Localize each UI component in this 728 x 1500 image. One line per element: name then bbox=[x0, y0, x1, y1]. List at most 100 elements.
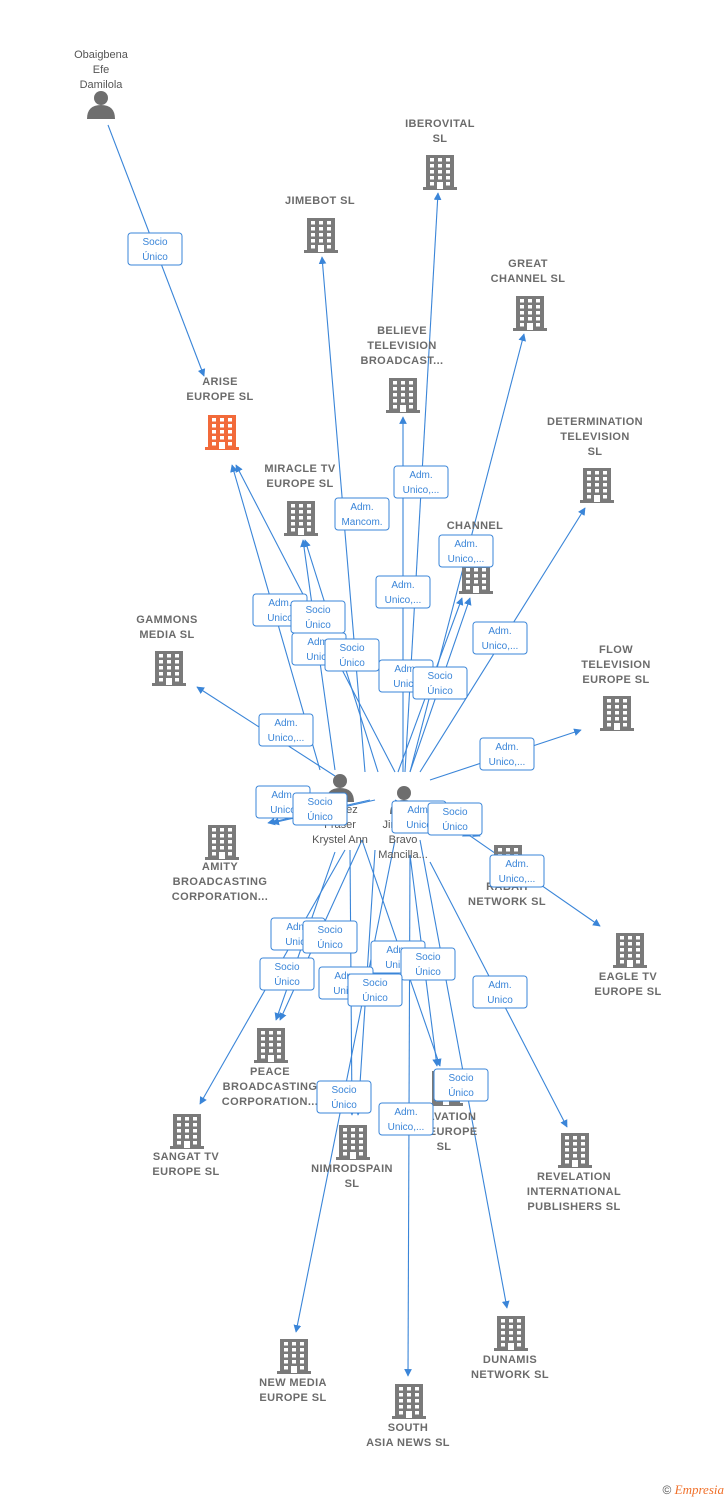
node-label: EUROPE SL bbox=[186, 391, 253, 403]
node-label: ARISE bbox=[202, 376, 238, 388]
relationship-box[interactable] bbox=[127, 232, 183, 266]
node-label: SL bbox=[433, 133, 448, 145]
brand-logo[interactable]: Empresia bbox=[674, 1482, 724, 1497]
relationship-label-jimenez-to-gammons[interactable]: Adm.Unico,... bbox=[258, 713, 314, 747]
building-icon bbox=[277, 1339, 311, 1374]
relationship-box[interactable] bbox=[259, 957, 315, 991]
relationship-box[interactable] bbox=[489, 854, 545, 888]
node-label: GAMMONS bbox=[136, 614, 197, 626]
relationship-label-jimenez-to-believe[interactable]: Adm.Unico,... bbox=[375, 575, 431, 609]
node-label: BROADCASTING bbox=[173, 876, 268, 888]
relationship-box[interactable] bbox=[324, 638, 380, 672]
relationship-text: Unico bbox=[406, 820, 432, 831]
relationship-text: Unico bbox=[385, 960, 411, 971]
relationship-label-jimenez-to-southasia[interactable]: Adm.Unico,... bbox=[378, 1102, 434, 1136]
relationship-label-jimenez-to-flow[interactable]: Adm.Unico,... bbox=[479, 737, 535, 771]
relationship-label-jimenez-to-revelation[interactable]: Adm.Unico bbox=[472, 975, 528, 1009]
relationship-box[interactable] bbox=[334, 497, 390, 531]
relationship-box[interactable] bbox=[427, 802, 483, 836]
building-icon bbox=[304, 218, 338, 253]
relationship-text: Unico,... bbox=[489, 757, 526, 768]
relationship-box[interactable] bbox=[347, 973, 403, 1007]
relationship-box[interactable] bbox=[375, 575, 431, 609]
relationship-text: Socio bbox=[317, 925, 342, 936]
relationship-text: Único bbox=[442, 820, 468, 833]
node-label: BROADCAST... bbox=[360, 355, 443, 367]
building-icon bbox=[336, 1125, 370, 1160]
node-label: EUROPE SL bbox=[594, 986, 661, 998]
relationship-text: Adm. bbox=[274, 718, 297, 729]
relationship-box[interactable] bbox=[472, 975, 528, 1009]
building-icon bbox=[386, 378, 420, 413]
relationship-label-jimenez-to-eagle[interactable]: Adm.Unico,... bbox=[489, 854, 545, 888]
node-peace[interactable]: PEACEBROADCASTINGCORPORATION... bbox=[222, 1028, 318, 1108]
relationship-text: Unico,... bbox=[499, 874, 536, 885]
node-label: TELEVISION bbox=[560, 431, 629, 443]
relationship-box[interactable] bbox=[400, 947, 456, 981]
relationship-box[interactable] bbox=[393, 465, 449, 499]
node-believe[interactable]: BELIEVETELEVISIONBROADCAST... bbox=[360, 325, 443, 413]
relationship-text: Único bbox=[305, 618, 331, 631]
relationship-text: Único bbox=[427, 684, 453, 697]
relationship-text: Adm. bbox=[488, 980, 511, 991]
building-icon bbox=[600, 696, 634, 731]
relationship-text: Adm. bbox=[307, 637, 330, 648]
relationship-box[interactable] bbox=[438, 534, 494, 568]
relationship-text: Socio bbox=[448, 1073, 473, 1084]
node-dunamis[interactable]: DUNAMIS NETWORK SL bbox=[471, 1316, 549, 1381]
node-label: NETWORK SL bbox=[471, 1369, 549, 1381]
relationship-text: Adm. bbox=[350, 502, 373, 513]
node-label: DUNAMIS bbox=[483, 1354, 537, 1366]
relationship-box[interactable] bbox=[316, 1080, 372, 1114]
relationship-text: Socio bbox=[362, 978, 387, 989]
relationship-box[interactable] bbox=[292, 792, 348, 826]
node-arise[interactable]: ARISE EUROPE SL bbox=[186, 376, 253, 450]
relationship-text: Socio bbox=[142, 237, 167, 248]
relationship-box[interactable] bbox=[412, 666, 468, 700]
building-icon bbox=[423, 155, 457, 190]
relationship-box[interactable] bbox=[378, 1102, 434, 1136]
relationship-box[interactable] bbox=[302, 920, 358, 954]
node-jimebot[interactable]: JIMEBOT SL bbox=[285, 195, 355, 253]
building-icon bbox=[613, 933, 647, 968]
relationship-box[interactable] bbox=[258, 713, 314, 747]
node-label: DETERMINATION bbox=[547, 416, 643, 428]
relationship-label-jimenez-to-great[interactable]: Adm.Unico,... bbox=[438, 534, 494, 568]
node-label: INTERNATIONAL bbox=[527, 1186, 621, 1198]
building-icon bbox=[152, 651, 186, 686]
node-amity[interactable]: AMITYBROADCASTINGCORPORATION... bbox=[172, 825, 268, 903]
relationship-label-gomez-to-jimebot[interactable]: Adm.Mancom. bbox=[334, 497, 390, 531]
relationship-text: Unico bbox=[333, 986, 359, 997]
relationship-label-jimenez-to-determination[interactable]: Adm.Unico,... bbox=[472, 621, 528, 655]
relationship-box[interactable] bbox=[472, 621, 528, 655]
relationship-label-jimenez-to-iberovital[interactable]: Adm.Unico,... bbox=[393, 465, 449, 499]
relationship-box[interactable] bbox=[433, 1068, 489, 1102]
relationship-box[interactable] bbox=[479, 737, 535, 771]
